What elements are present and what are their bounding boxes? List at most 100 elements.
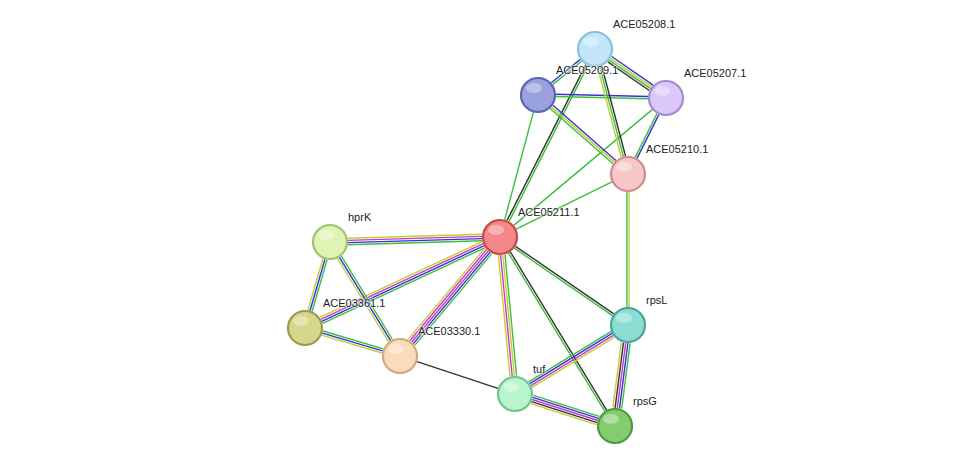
node-circle — [648, 80, 684, 116]
evidence-line — [532, 337, 614, 387]
protein-node: ACE03361.1 — [287, 310, 323, 346]
node-label: ACE05210.1 — [646, 143, 708, 156]
interaction-edge — [516, 182, 612, 229]
evidence-line — [501, 255, 513, 376]
node-disc — [611, 308, 645, 342]
interaction-edge — [556, 94, 648, 98]
evidence-line — [613, 342, 621, 407]
evidence-line — [507, 65, 586, 221]
evidence-line — [410, 249, 487, 340]
evidence-line — [498, 255, 510, 376]
evidence-line — [552, 107, 615, 162]
interaction-edge — [613, 342, 630, 408]
node-label: rpsG — [633, 395, 657, 408]
node-label: ACE05208.1 — [613, 18, 675, 31]
evidence-line — [550, 109, 613, 164]
protein-node: ACE05210.1 — [610, 156, 646, 192]
node-circle — [287, 310, 323, 346]
evidence-line — [530, 333, 612, 383]
evidence-line — [322, 333, 382, 351]
evidence-line — [514, 110, 652, 226]
protein-node: ACE05209.1 — [520, 77, 556, 113]
evidence-line — [532, 402, 598, 423]
node-highlight — [318, 230, 334, 240]
evidence-line — [408, 248, 485, 340]
protein-node: tuf — [497, 376, 533, 412]
node-highlight — [616, 313, 632, 323]
interaction-edge — [550, 105, 616, 164]
evidence-line — [602, 66, 626, 156]
node-highlight — [526, 83, 542, 93]
evidence-line — [516, 182, 612, 229]
evidence-line — [532, 400, 598, 421]
node-circle — [610, 156, 646, 192]
node-highlight — [488, 225, 504, 235]
interaction-edge — [498, 255, 516, 377]
evidence-line — [509, 66, 588, 222]
node-disc — [498, 377, 532, 411]
evidence-line — [531, 335, 613, 385]
node-circle — [482, 219, 518, 255]
protein-node: ACE05207.1 — [648, 80, 684, 116]
interaction-edge — [514, 110, 652, 226]
evidence-line — [322, 246, 484, 322]
evidence-line — [310, 259, 325, 310]
evidence-line — [417, 362, 498, 389]
evidence-line — [600, 66, 624, 156]
interaction-edge — [322, 331, 384, 353]
node-label: ACE05211.1 — [518, 206, 580, 219]
interaction-edge — [417, 362, 498, 389]
node-highlight — [616, 162, 632, 172]
protein-node: rpsG — [597, 408, 633, 444]
node-disc — [598, 409, 632, 443]
node-circle — [382, 338, 418, 374]
node-label: ACE03361.1 — [323, 297, 385, 310]
node-label: ACE03330.1 — [418, 325, 480, 338]
node-circle — [597, 408, 633, 444]
node-label: hprK — [348, 211, 371, 224]
node-disc — [521, 78, 555, 112]
node-circle — [520, 77, 556, 113]
protein-node: ACE03330.1 — [382, 338, 418, 374]
evidence-line — [323, 248, 485, 324]
node-highlight — [293, 316, 309, 326]
node-disc — [578, 32, 612, 66]
node-disc — [313, 225, 347, 259]
interaction-edge — [408, 248, 492, 345]
evidence-line — [628, 192, 629, 307]
node-highlight — [603, 414, 619, 424]
protein-node: hprK — [312, 224, 348, 260]
node-disc — [383, 339, 417, 373]
node-disc — [483, 220, 517, 254]
interaction-edge — [505, 112, 534, 219]
node-label: rpsL — [646, 294, 667, 307]
evidence-line — [531, 404, 597, 425]
node-highlight — [388, 344, 404, 354]
protein-node: ACE05208.1 — [577, 31, 613, 67]
evidence-line — [348, 234, 482, 238]
interaction-edge — [320, 242, 485, 324]
node-disc — [611, 157, 645, 191]
node-circle — [497, 376, 533, 412]
node-label: ACE05207.1 — [684, 67, 746, 80]
interaction-edge — [598, 66, 626, 157]
node-circle — [610, 307, 646, 343]
evidence-line — [412, 251, 489, 342]
node-circle — [577, 31, 613, 67]
node-circle — [312, 224, 348, 260]
evidence-line — [626, 192, 627, 307]
node-highlight — [583, 37, 599, 47]
evidence-line — [323, 331, 384, 349]
evidence-line — [556, 97, 648, 99]
interaction-edge — [627, 192, 629, 307]
node-label: tuf — [533, 363, 545, 376]
interaction-edge — [529, 332, 615, 388]
evidence-line — [308, 259, 323, 310]
protein-node: rpsL — [610, 307, 646, 343]
evidence-line — [413, 252, 490, 343]
evidence-line — [529, 332, 611, 382]
evidence-line — [598, 67, 622, 157]
node-label: ACE05209.1 — [556, 64, 618, 77]
node-highlight — [654, 86, 670, 96]
evidence-line — [322, 335, 383, 353]
